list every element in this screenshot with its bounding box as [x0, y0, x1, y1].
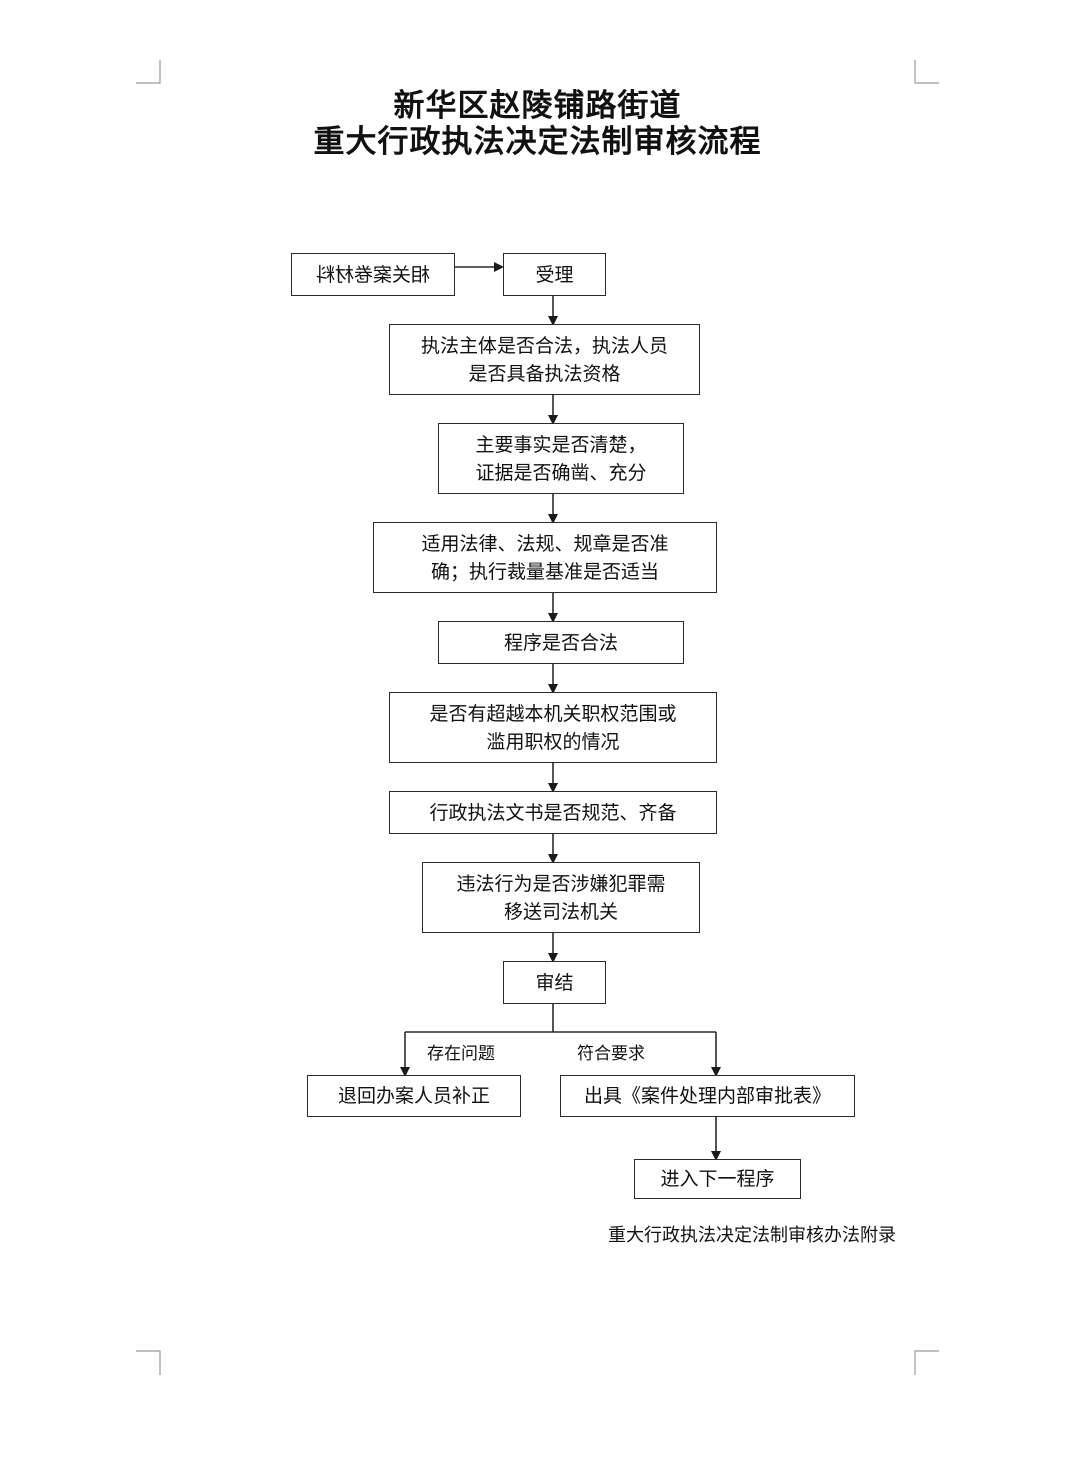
node-conclude: 审结 [503, 961, 606, 1004]
footer-appendix-note: 重大行政执法决定法制审核办法附录 [608, 1225, 896, 1246]
node-authority-abuse-check: 是否有超越本机关职权范围或 滥用职权的情况 [389, 692, 717, 763]
page-title-line-1: 新华区赵陵铺路街道 [393, 88, 682, 124]
page-title-line-2: 重大行政执法决定法制审核流程 [313, 124, 762, 160]
node-related-case-materials: 相关案卷材料 [291, 253, 455, 296]
node-facts-evidence-check: 主要事实是否清楚， 证据是否确凿、充分 [438, 423, 684, 494]
corner-mark-bottom-right [914, 1350, 939, 1375]
corner-mark-top-right [914, 60, 939, 84]
corner-mark-bottom-left [136, 1350, 161, 1375]
edge-label-meets-requirement: 符合要求 [577, 1044, 645, 1064]
node-accept: 受理 [503, 253, 606, 296]
node-law-application-check: 适用法律、法规、规章是否准 确；执行裁量基准是否适当 [373, 522, 717, 593]
node-issue-approval-form: 出具《案件处理内部审批表》 [560, 1075, 855, 1117]
node-procedure-check: 程序是否合法 [438, 621, 684, 664]
node-next-procedure: 进入下一程序 [634, 1159, 801, 1199]
node-crime-transfer-check: 违法行为是否涉嫌犯罪需 移送司法机关 [422, 862, 700, 933]
node-subject-legality-check: 执法主体是否合法，执法人员 是否具备执法资格 [389, 324, 700, 395]
corner-mark-top-left [136, 60, 161, 84]
node-return-for-correction: 退回办案人员补正 [307, 1075, 521, 1117]
edge-label-has-problem: 存在问题 [427, 1044, 495, 1064]
node-document-standard-check: 行政执法文书是否规范、齐备 [389, 791, 717, 834]
